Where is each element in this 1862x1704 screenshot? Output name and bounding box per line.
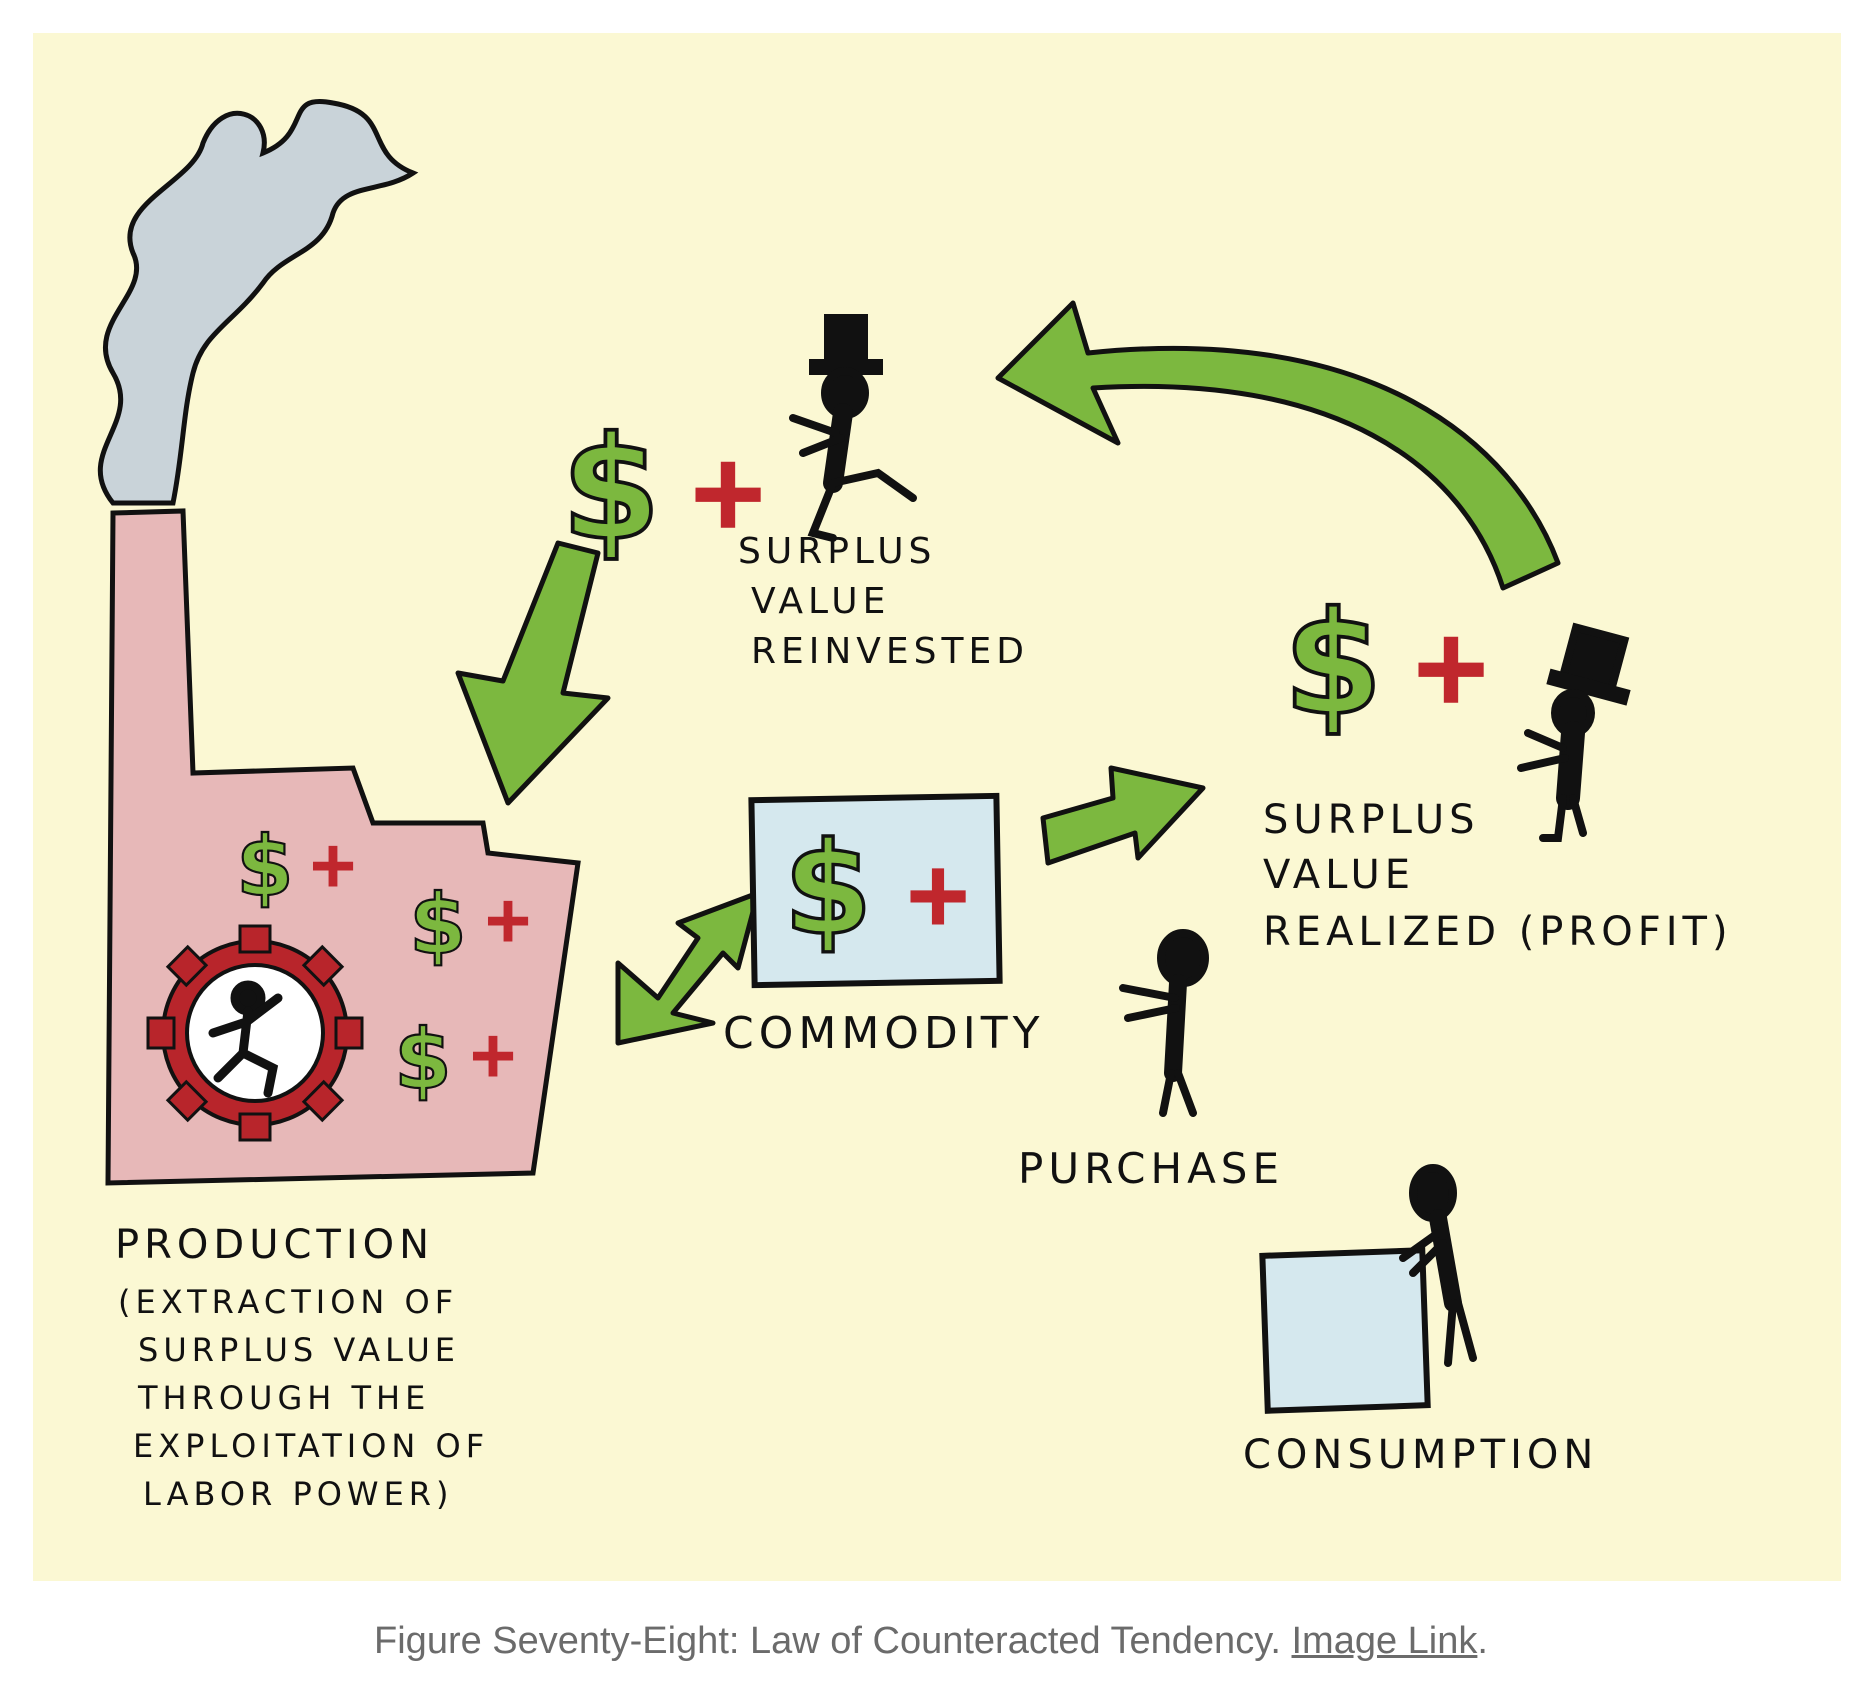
reinvested-surplus: + bbox=[559, 404, 766, 574]
arrow-commodity-to-realized bbox=[1040, 765, 1206, 866]
capitalist-figure bbox=[789, 314, 917, 542]
factory-surplus-3: + bbox=[393, 1010, 517, 1110]
production-label: PRODUCTION bbox=[115, 1222, 434, 1268]
svg-text:+: + bbox=[690, 420, 766, 566]
svg-text:+: + bbox=[1413, 595, 1489, 741]
realized-label-3: REALIZED (PROFIT) bbox=[1263, 909, 1733, 955]
consumption-box bbox=[1259, 1247, 1431, 1414]
production-detail-5: LABOR POWER) bbox=[143, 1475, 454, 1513]
production-detail-2: SURPLUS VALUE bbox=[138, 1331, 460, 1369]
caption-text: Figure Seventy-Eight: Law of Counteracte… bbox=[374, 1620, 1292, 1662]
image-link[interactable]: Image Link bbox=[1291, 1620, 1478, 1662]
reinvested-label-1: SURPLUS bbox=[738, 531, 936, 572]
gear-icon bbox=[146, 924, 364, 1142]
svg-text:+: + bbox=[485, 876, 532, 965]
arrow-profit-return bbox=[995, 300, 1561, 591]
surplus-value-diagram: $ + + + PRODUCTION bbox=[97, 99, 1733, 1513]
worker-figure bbox=[208, 980, 283, 1098]
arrow-reinvest-down bbox=[455, 540, 611, 806]
realized-label-2: VALUE bbox=[1263, 852, 1415, 898]
reinvested-label-2: VALUE bbox=[751, 581, 890, 622]
svg-text:+: + bbox=[470, 1011, 517, 1100]
commodity-label: COMMODITY bbox=[723, 1008, 1045, 1059]
reinvested-label-3: REINVESTED bbox=[751, 631, 1029, 672]
factory-surplus-1: + bbox=[235, 817, 357, 917]
consumption-label: CONSUMPTION bbox=[1243, 1432, 1598, 1478]
buyer-figure bbox=[1119, 929, 1209, 1117]
production-detail-1: (EXTRACTION OF bbox=[118, 1283, 458, 1321]
figure-illustration: $ + + + PRODUCTION bbox=[33, 33, 1841, 1581]
purchase-label: PURCHASE bbox=[1018, 1144, 1284, 1193]
svg-text:+: + bbox=[310, 821, 357, 910]
capitalist-counting-figure bbox=[1517, 622, 1631, 842]
figure-caption: Figure Seventy-Eight: Law of Counteracte… bbox=[0, 1620, 1862, 1663]
realized-label-1: SURPLUS bbox=[1263, 797, 1480, 843]
commodity-surplus: + bbox=[781, 814, 970, 966]
factory-surplus-2: + bbox=[408, 875, 532, 975]
production-detail-3: THROUGH THE bbox=[137, 1379, 430, 1417]
smoke-cloud bbox=[97, 99, 419, 506]
realized-surplus: + bbox=[1281, 579, 1489, 749]
svg-text:+: + bbox=[906, 834, 970, 957]
caption-end: . bbox=[1477, 1620, 1488, 1662]
production-detail-4: EXPLOITATION OF bbox=[133, 1427, 489, 1465]
consumer-figure bbox=[1399, 1164, 1477, 1367]
